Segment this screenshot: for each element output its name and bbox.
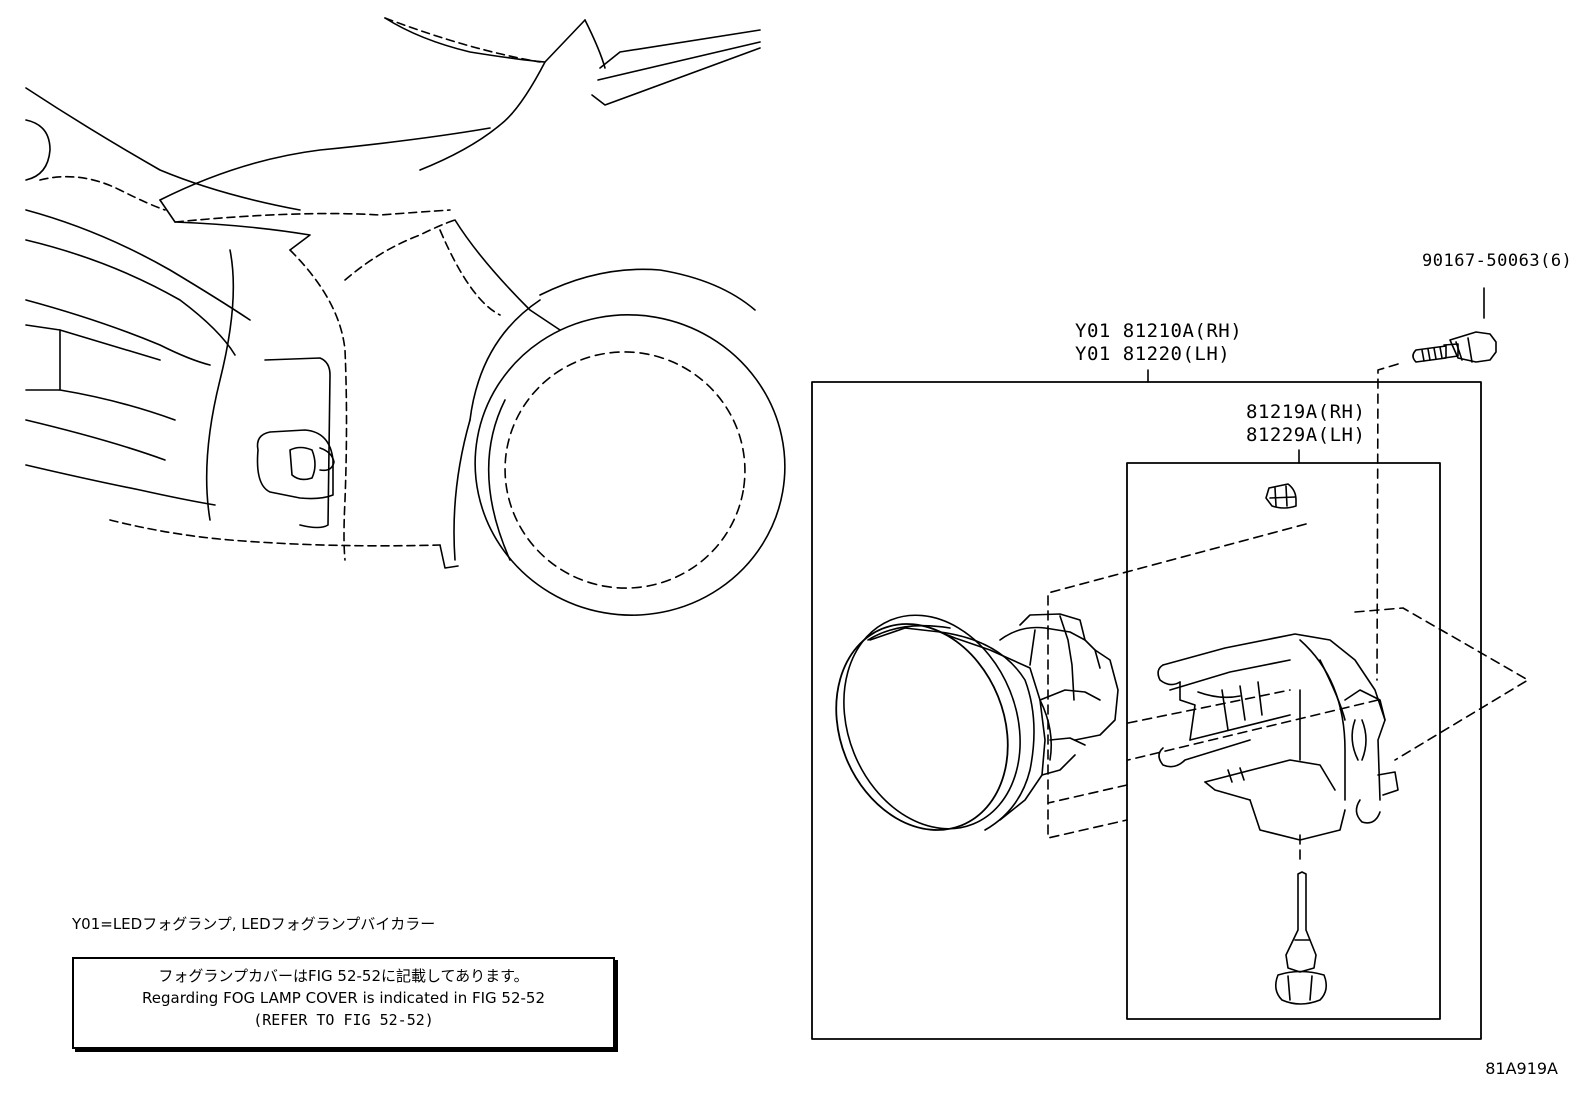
fog-lamp-unit (835, 613, 1128, 839)
vehicle-front-illustration (25, 17, 786, 616)
note-line-english: Regarding FOG LAMP COVER is indicated in… (142, 989, 545, 1007)
pin-part (1274, 871, 1328, 1005)
fog-lamp-bracket (1127, 607, 1529, 863)
bracket-label-lh: 81229A(LH) (1246, 424, 1366, 446)
reference-note-box: フォグランプカバーはFIG 52-52に記載してあります。 Regarding … (72, 957, 615, 1049)
screw-part (1376, 331, 1497, 681)
note-line-refer: (REFER TO FIG 52-52) (253, 1011, 434, 1029)
screw-label: 90167-50063(6) (1422, 251, 1573, 271)
bracket-label-rh: 81219A(RH) (1246, 401, 1366, 423)
bracket-subassembly-box (1126, 462, 1441, 1020)
lamp-assembly-label-rh: Y01 81210A(RH) (1075, 320, 1243, 342)
legend-text: Y01=LEDフォグランプ, LEDフォグランプバイカラー (72, 915, 436, 933)
lamp-assembly-box (811, 381, 1482, 1040)
figure-code: 81A919A (1485, 1059, 1558, 1078)
lamp-assembly-label-lh: Y01 81220(LH) (1075, 343, 1231, 365)
note-line-japanese: フォグランプカバーはFIG 52-52に記載してあります。 (158, 967, 529, 985)
clip-part (1047, 483, 1307, 631)
